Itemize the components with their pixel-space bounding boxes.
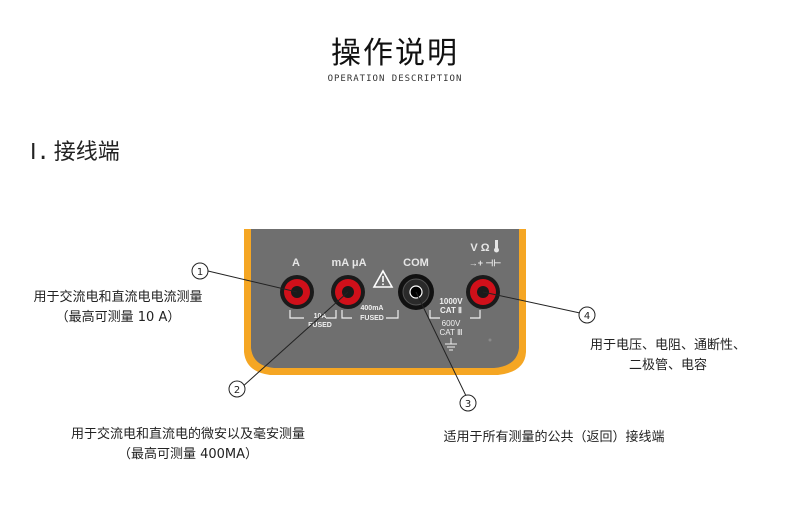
- callout-1-line-1: 用于交流电和直流电电流测量: [33, 290, 203, 305]
- diode-capacitor-symbol: →+ ⊣⊢: [469, 258, 502, 268]
- cat-voltage-1: 1000V: [439, 297, 463, 306]
- cat-rating-1: CAT Ⅱ: [440, 306, 462, 315]
- callout-4-line-2: 二极管、电容: [628, 358, 707, 373]
- fuse-brackets: [289, 310, 481, 319]
- callout-2-line-2: （最高可测量 400MA）: [117, 447, 259, 462]
- section-number: Ⅰ.: [30, 140, 50, 165]
- callout-description-2: 用于交流电和直流电的微安以及毫安测量 （最高可测量 400MA）: [28, 425, 348, 465]
- section-heading: Ⅰ.接线端: [30, 134, 120, 166]
- page-subtitle: OPERATION DESCRIPTION: [327, 74, 463, 84]
- meter-panel: [244, 229, 526, 375]
- cat-rating-2: CAT Ⅲ: [440, 328, 463, 337]
- callout-4-line-1: 用于电压、电阻、通断性、: [589, 338, 746, 353]
- cat-voltage-2: 600V: [442, 319, 461, 328]
- section-title: 接线端: [53, 140, 120, 165]
- leader-lines: [207, 270, 581, 401]
- callout-number-4: 4: [584, 311, 590, 322]
- callout-description-4: 用于电压、电阻、通断性、 二极管、电容: [558, 336, 778, 376]
- terminal-v-label: V Ω: [470, 242, 489, 254]
- warning-icon: [372, 269, 394, 288]
- callout-marker-4: 4: [578, 306, 596, 324]
- terminal-ma-label: mA μA: [331, 257, 366, 269]
- callout-1-line-2: （最高可测量 10 A）: [55, 310, 181, 325]
- fused-label-1: FUSED: [308, 322, 332, 329]
- fused-label-2: FUSED: [360, 315, 384, 322]
- callout-marker-1: 1: [191, 262, 209, 280]
- callout-description-1: 用于交流电和直流电电流测量 （最高可测量 10 A）: [0, 288, 236, 328]
- callout-marker-2: 2: [228, 380, 246, 398]
- callout-description-3: 适用于所有测量的公共（返回）接线端: [404, 428, 704, 448]
- ground-icon: [445, 338, 457, 351]
- fuse-400ma-rating: 400mA: [361, 305, 384, 312]
- callout-number-1: 1: [197, 267, 203, 278]
- callout-3-line-1: 适用于所有测量的公共（返回）接线端: [443, 430, 665, 445]
- callout-marker-3: 3: [459, 394, 477, 412]
- callout-number-3: 3: [465, 399, 471, 410]
- callout-number-2: 2: [234, 385, 240, 396]
- callout-2-line-1: 用于交流电和直流电的微安以及毫安测量: [70, 427, 305, 442]
- thermometer-icon: [494, 240, 499, 253]
- terminal-com-label: COM: [403, 257, 429, 269]
- page-title: 操作说明: [331, 36, 459, 71]
- terminal-a-label: A: [292, 257, 300, 269]
